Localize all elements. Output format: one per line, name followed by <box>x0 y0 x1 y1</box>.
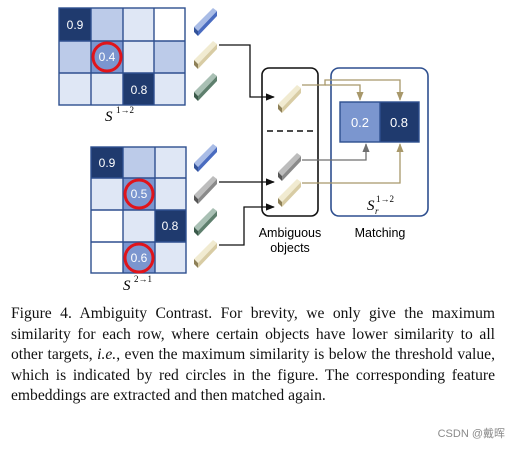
result-matrix-subscript: r <box>375 206 379 216</box>
embedding-bar-icon <box>278 85 301 113</box>
arrow-icon <box>302 79 404 101</box>
matrix-top-cell <box>123 8 154 41</box>
matrix-top-cell <box>91 73 123 105</box>
ambiguous-objects-box <box>261 67 319 217</box>
watermark: CSDN @戴晖 <box>437 428 505 440</box>
matrix-top-cell <box>154 8 185 41</box>
matrix-bottom-value: 0.5 <box>131 187 148 201</box>
matrix-top-cell <box>59 8 91 41</box>
matrix-bottom-label: S <box>123 278 131 294</box>
result-matrix-value: 0.8 <box>390 115 408 130</box>
matching-box: 0.2 0.8 S r 1→2 <box>330 67 429 217</box>
embeddings-bottom <box>194 144 217 268</box>
matrix-bottom-cell <box>123 210 155 242</box>
matrix-bottom-cell <box>123 147 155 178</box>
matrix-bottom-cell <box>91 178 123 210</box>
embedding-bar-icon <box>194 8 217 36</box>
matrix-bottom-value: 0.6 <box>131 251 148 265</box>
embedding-bar-icon <box>278 179 301 207</box>
arrow-icon <box>325 84 364 101</box>
figure: 0.9 0.4 0.8 S 1→2 <box>58 7 429 294</box>
result-matrix-label: S <box>367 198 375 214</box>
matrix-bottom-superscript: 2→1 <box>134 274 152 284</box>
arrow-icon <box>219 203 275 246</box>
matrix-bottom-cell <box>155 210 186 242</box>
caption-italic: i.e. <box>97 346 117 363</box>
matrix-top-cell <box>123 73 154 105</box>
ambiguous-objects-label: Ambiguous <box>259 226 322 240</box>
embedding-bar-icon <box>194 240 217 268</box>
red-circle-icon <box>91 41 123 73</box>
matrix-top-value: 0.8 <box>131 83 148 97</box>
arrow-icon <box>219 44 275 101</box>
result-matrix-value: 0.2 <box>351 115 369 130</box>
embedding-bar-icon <box>194 73 217 101</box>
embeddings-top <box>194 8 217 101</box>
matrix-bottom-cell <box>155 242 186 273</box>
matrix-bottom-cell <box>155 178 186 210</box>
matrix-bottom-value: 0.9 <box>99 156 116 170</box>
matrix-top-cell <box>154 41 185 73</box>
ambiguous-objects-label: objects <box>270 241 310 255</box>
matrix-bottom-cell <box>91 147 123 178</box>
caption-figure-label: Figure 4. <box>11 305 72 322</box>
matrix-bottom-cell <box>155 147 186 178</box>
embedding-bar-icon <box>194 144 217 172</box>
caption-text: , even the maximum similarity is below t… <box>11 346 495 404</box>
embedding-bar-icon <box>194 176 217 204</box>
embedding-bar-icon <box>194 208 217 236</box>
arrow-icon <box>302 143 370 161</box>
matrix-bottom-cell <box>91 210 123 242</box>
matrix-top-cell <box>91 8 123 41</box>
result-matrix-cell <box>340 102 380 142</box>
matrix-top-cell <box>154 73 185 105</box>
matrix-top: 0.9 0.4 0.8 S 1→2 <box>58 7 186 125</box>
matrix-bottom-cell <box>91 242 123 273</box>
result-matrix-cell <box>380 102 419 142</box>
red-circle-icon <box>123 242 155 274</box>
arrow-icon <box>302 143 404 184</box>
matrix-bottom-value: 0.8 <box>162 219 179 233</box>
figure-caption: Figure 4. Ambiguity Contrast. For brevit… <box>11 304 495 407</box>
matrix-top-superscript: 1→2 <box>116 105 134 115</box>
matching-label: Matching <box>355 226 406 240</box>
matrix-top-value: 0.4 <box>99 50 116 64</box>
embedding-bar-icon <box>278 153 301 181</box>
matrix-bottom: 0.9 0.5 0.8 0.6 S 2→1 <box>90 146 187 294</box>
embedding-bar-icon <box>194 41 217 69</box>
result-matrix-superscript: 1→2 <box>376 194 394 204</box>
red-circle-icon <box>123 178 155 210</box>
matrix-top-cell <box>59 73 91 105</box>
matrix-top-cell <box>59 41 91 73</box>
arrows <box>219 44 404 246</box>
figure-diagram: 0.9 0.4 0.8 S 1→2 <box>58 7 429 294</box>
matrix-top-cell <box>123 41 154 73</box>
caption-text: Ambiguity Contrast. For brevity, we only… <box>11 305 495 363</box>
matrix-top-value: 0.9 <box>67 18 84 32</box>
matrix-top-label: S <box>105 109 113 125</box>
